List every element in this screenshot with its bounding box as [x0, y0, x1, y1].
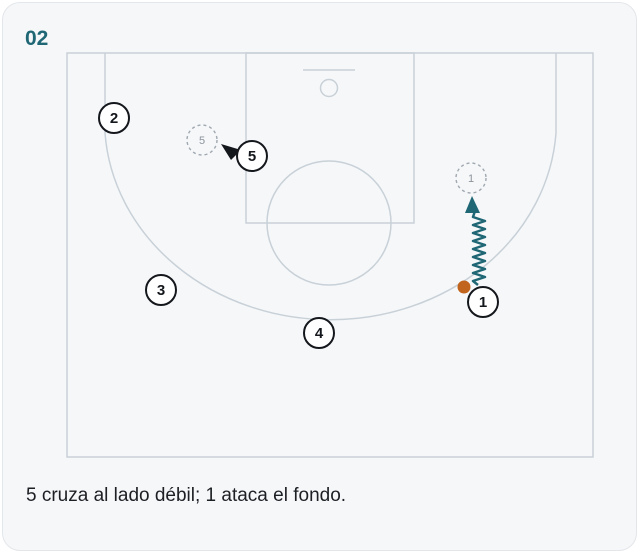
- ball-icon: [457, 280, 471, 294]
- player-label-5: 5: [248, 148, 256, 165]
- play-caption: 5 cruza al lado débil; 1 ataca el fondo.: [26, 485, 347, 506]
- ghost-label-5: 5: [199, 135, 205, 147]
- ghost-position-1: 1: [455, 162, 487, 194]
- ghost-position-5: 5: [186, 124, 218, 156]
- paint: [245, 52, 415, 224]
- court-diagram: 5 1 2 5 3 4 1: [66, 52, 594, 458]
- player-label-1: 1: [479, 294, 487, 311]
- player-2: 2: [98, 102, 130, 134]
- court-boundary: [66, 52, 594, 458]
- court-lines: [66, 52, 594, 458]
- player-label-2: 2: [110, 110, 118, 127]
- player-5: 5: [236, 140, 268, 172]
- free-throw-circle: [266, 160, 392, 286]
- player-label-4: 4: [315, 325, 324, 342]
- player-3: 3: [145, 274, 177, 306]
- player-4: 4: [303, 317, 335, 349]
- ghost-label-1: 1: [468, 173, 474, 185]
- three-point-line: [104, 53, 557, 321]
- dribble-path-1: [465, 196, 487, 286]
- play-number: 02: [25, 27, 49, 50]
- player-label-3: 3: [157, 282, 165, 299]
- player-1: 1: [467, 286, 499, 318]
- basket-rim: [319, 78, 339, 98]
